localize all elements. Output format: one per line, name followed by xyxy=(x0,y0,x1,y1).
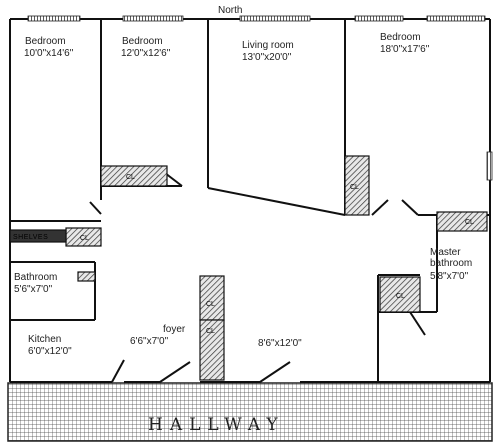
closet-label: CL xyxy=(206,301,215,308)
window xyxy=(426,15,486,22)
closet-foyer-bottom xyxy=(199,319,225,381)
hallway-area xyxy=(7,382,493,442)
bathroom-fixture xyxy=(77,271,96,282)
closet-label: CL xyxy=(350,184,359,191)
room-name: Bedroom xyxy=(380,32,421,43)
room-dims: 5'6"x7'0" xyxy=(14,284,53,295)
room-name: Bedroom xyxy=(122,36,163,47)
closet-label: CL xyxy=(126,174,135,181)
room-name: Kitchen xyxy=(28,334,62,345)
room-name: foyer xyxy=(163,324,186,335)
closets xyxy=(9,155,488,381)
closet-label: CL xyxy=(396,293,405,300)
window xyxy=(27,15,81,22)
room-dims: 6'6"x7'0" xyxy=(130,336,169,347)
window xyxy=(354,15,404,22)
window xyxy=(486,151,493,181)
north-label: North xyxy=(218,5,243,16)
window xyxy=(239,15,311,22)
closet-bedroom-2 xyxy=(100,165,168,187)
room-dims: 10'0"x14'6" xyxy=(24,48,74,59)
shelves xyxy=(9,229,67,243)
windows xyxy=(27,15,493,181)
closet-bedroom-3-right xyxy=(436,211,488,232)
room-dims: 18'0"x17'6" xyxy=(380,44,430,55)
closet-master-bathroom xyxy=(379,276,421,313)
window xyxy=(122,15,184,22)
room-dims: 8'6"x12'0" xyxy=(258,338,302,349)
closet-label: CL xyxy=(465,219,474,226)
room-name: Bedroom xyxy=(25,36,66,47)
walls xyxy=(9,18,491,383)
room-dims: 6'0"x12'0" xyxy=(28,346,72,357)
room-dims: 5'8"x7'0" xyxy=(430,271,469,282)
closet-label: CL xyxy=(80,235,89,242)
room-name: Bathroom xyxy=(14,272,58,283)
shelves-label: SHELVES xyxy=(13,234,48,241)
hallway-label: HALLWAY xyxy=(148,415,285,435)
closet-bedroom-3 xyxy=(344,155,370,216)
closet-label: CL xyxy=(206,328,215,335)
room-dims: 13'0"x20'0" xyxy=(242,52,292,63)
room-dims: 12'0"x12'6" xyxy=(121,48,171,59)
room-name: Master bathroom xyxy=(430,247,473,269)
closet-foyer-top xyxy=(199,275,225,321)
room-name: Living room xyxy=(242,40,294,51)
